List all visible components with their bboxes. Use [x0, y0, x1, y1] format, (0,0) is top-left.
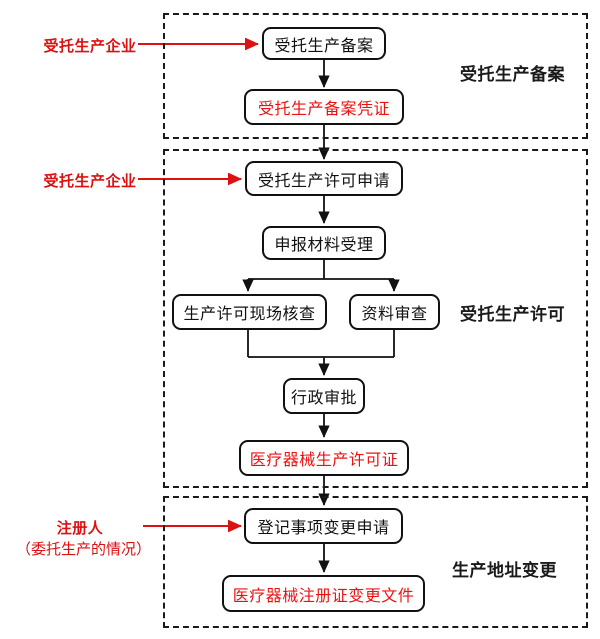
node-shengchan-xuke-xianchang-hecha[interactable]: 生产许可现场核查 — [172, 294, 327, 330]
group-frame-address — [163, 496, 588, 628]
group-frame-license — [163, 149, 588, 488]
actor-label-3-line1: 注册人 — [56, 521, 104, 537]
edge-n4-split — [242, 260, 400, 292]
node-shoutuo-shengchan-xuke-shenqing[interactable]: 受托生产许可申请 — [245, 161, 403, 196]
node-dengji-shixiang-biangeng-shenqing[interactable]: 登记事项变更申请 — [244, 508, 403, 544]
actor-label-3-line2: （委托生产的情况） — [16, 542, 152, 558]
node-yiliao-qixie-shengchan-xukezheng[interactable]: 医疗器械生产许可证 — [239, 440, 409, 476]
node-shoutuo-shengchan-beian-pingzheng[interactable]: 受托生产备案凭证 — [244, 89, 404, 125]
node-xingzheng-shenpi[interactable]: 行政审批 — [283, 378, 365, 414]
actor-label-1: 受托生产企业 — [40, 35, 140, 56]
actor-label-3: 注册人 （委托生产的情况） — [16, 517, 152, 559]
actor-label-2: 受托生产企业 — [40, 170, 140, 191]
group-frame-filing — [163, 13, 588, 139]
actor-label-2-line1: 受托生产企业 — [43, 174, 137, 190]
edge-merge-to-n7 — [247, 330, 395, 376]
node-yiliao-qixie-zhucezheng-biangeng-wenjian[interactable]: 医疗器械注册证变更文件 — [222, 575, 425, 612]
node-shoutuo-shengchan-beian[interactable]: 受托生产备案 — [262, 27, 386, 60]
section-title-address: 生产地址变更 — [452, 561, 557, 580]
node-shenbao-cailiao-shouli[interactable]: 申报材料受理 — [262, 226, 386, 260]
section-title-filing: 受托生产备案 — [460, 65, 565, 84]
section-title-license: 受托生产许可 — [460, 305, 565, 324]
node-ziliao-shencha[interactable]: 资料审查 — [349, 294, 440, 330]
actor-label-1-line1: 受托生产企业 — [43, 39, 137, 55]
